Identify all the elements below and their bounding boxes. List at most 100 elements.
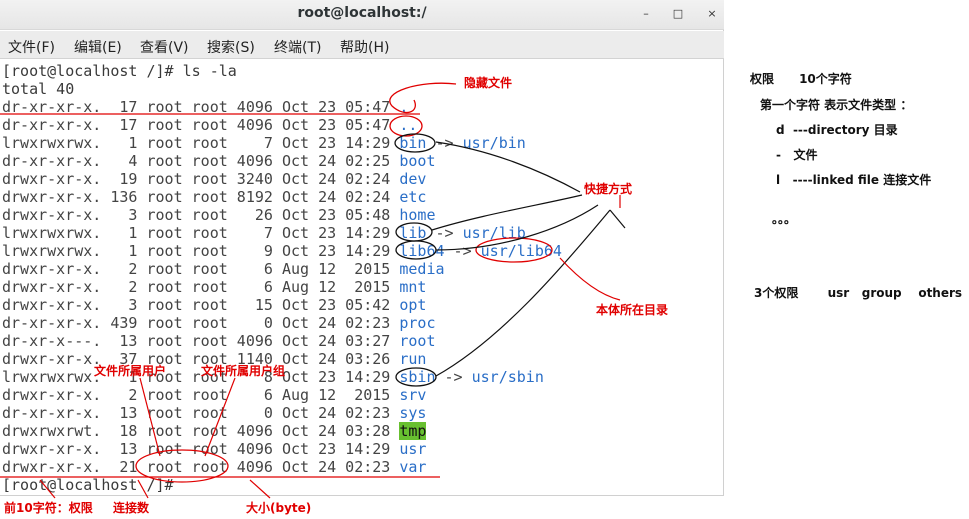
command-prompt: [root@localhost /]# ls -la <box>2 62 237 80</box>
row-meta: dr-xr-xr-x. 17 root root 4096 Oct 23 05:… <box>2 98 400 116</box>
row-meta: drwxr-xr-x. 13 root root 4096 Oct 23 14:… <box>2 440 400 458</box>
minimize-button[interactable]: – <box>643 7 649 20</box>
note-l: l ----linked file 连接文件 <box>776 173 932 187</box>
terminal-output[interactable]: [root@localhost /]# ls -la total 40 dr-x… <box>0 60 724 496</box>
row-meta: dr-xr-xr-x. 439 root root 0 Oct 24 02:23 <box>2 314 400 332</box>
file-name[interactable]: run <box>399 350 427 368</box>
note-three-perms: 3个权限 usr group others <box>754 286 963 300</box>
row-meta: dr-xr-x---. 13 root root 4096 Oct 24 03:… <box>2 332 400 350</box>
terminal-window: root@localhost:/ – □ × 文件(F) 编辑(E) 查看(V)… <box>0 0 724 496</box>
row-meta: drwxr-xr-x. 19 root root 3240 Oct 24 02:… <box>2 170 400 188</box>
row-meta: drwxr-xr-x. 2 root root 6 Aug 12 2015 <box>2 278 400 296</box>
list-row: drwxr-xr-x. 136 root root 8192 Oct 24 02… <box>2 188 426 206</box>
file-name[interactable]: sys <box>399 404 427 422</box>
menu-search[interactable]: 搜索(S) <box>207 40 255 56</box>
symlink-target[interactable]: usr/bin <box>462 134 526 152</box>
list-row: drwxr-xr-x. 21 root root 4096 Oct 24 02:… <box>2 458 426 476</box>
list-row: drwxr-xr-x. 37 root root 1140 Oct 24 03:… <box>2 350 426 368</box>
menu-help[interactable]: 帮助(H) <box>340 40 390 56</box>
anno-first10: 前10字符：权限 <box>4 501 93 515</box>
total-line: total 40 <box>2 80 75 98</box>
list-row: lrwxrwxrwx. 1 root root 7 Oct 23 14:29 l… <box>2 224 526 242</box>
row-meta: drwxrwxrwt. 18 root root 4096 Oct 24 03:… <box>2 422 400 440</box>
file-name[interactable]: lib64 <box>399 242 445 260</box>
list-row: dr-xr-xr-x. 439 root root 0 Oct 24 02:23… <box>2 314 435 332</box>
file-name[interactable]: root <box>399 332 436 350</box>
file-name[interactable]: mnt <box>399 278 427 296</box>
menu-edit[interactable]: 编辑(E) <box>74 40 122 56</box>
list-row: dr-xr-xr-x. 17 root root 4096 Oct 23 05:… <box>2 98 408 116</box>
menu-view[interactable]: 查看(V) <box>140 40 189 56</box>
file-name[interactable]: lib <box>399 224 427 242</box>
list-row: dr-xr-x---. 13 root root 4096 Oct 24 03:… <box>2 332 435 350</box>
list-row: lrwxrwxrwx. 1 root root 9 Oct 23 14:29 l… <box>2 242 562 260</box>
note-first-char: 第一个字符 表示文件类型 ： <box>760 98 913 112</box>
list-row: dr-xr-xr-x. 4 root root 4096 Oct 24 02:2… <box>2 152 435 170</box>
row-meta: lrwxrwxrwx. 1 root root 7 Oct 23 14:29 <box>2 224 400 242</box>
row-meta: drwxr-xr-x. 37 root root 1140 Oct 24 03:… <box>2 350 400 368</box>
anno-link-count: 连接数 <box>113 501 150 515</box>
symlink-arrow: -> <box>435 368 472 386</box>
window-title: root@localhost:/ <box>297 5 427 21</box>
file-name[interactable]: bin <box>399 134 427 152</box>
list-row: drwxr-xr-x. 13 root root 4096 Oct 23 14:… <box>2 440 426 458</box>
list-row: drwxr-xr-x. 19 root root 3240 Oct 24 02:… <box>2 170 426 188</box>
list-row: drwxr-xr-x. 3 root root 15 Oct 23 05:42 … <box>2 296 426 314</box>
menu-bar: 文件(F) 编辑(E) 查看(V) 搜索(S) 终端(T) 帮助(H) <box>0 31 724 59</box>
file-name[interactable]: usr <box>399 440 427 458</box>
file-name[interactable]: opt <box>399 296 427 314</box>
file-name[interactable]: media <box>399 260 445 278</box>
row-meta: dr-xr-xr-x. 17 root root 4096 Oct 23 05:… <box>2 116 400 134</box>
anno-real-dir: 本体所在目录 <box>596 303 669 317</box>
note-d: d ---directory 目录 <box>776 123 898 137</box>
list-row: drwxr-xr-x. 2 root root 6 Aug 12 2015 me… <box>2 260 445 278</box>
file-name[interactable]: sbin <box>399 368 436 386</box>
row-meta: drwxr-xr-x. 21 root root 4096 Oct 24 02:… <box>2 458 400 476</box>
menu-terminal[interactable]: 终端(T) <box>274 40 322 56</box>
symlink-target[interactable]: usr/lib64 <box>480 242 562 260</box>
list-row: dr-xr-xr-x. 17 root root 4096 Oct 23 05:… <box>2 116 417 134</box>
note-perm-title: 权限 10个字符 <box>750 72 852 86</box>
file-name[interactable]: dev <box>399 170 427 188</box>
anno-size: 大小(byte) <box>246 501 312 515</box>
symlink-target[interactable]: usr/sbin <box>471 368 544 386</box>
symlink-arrow: -> <box>426 224 463 242</box>
file-name[interactable]: .. <box>399 116 418 134</box>
symlink-target[interactable]: usr/lib <box>462 224 526 242</box>
list-row: dr-xr-xr-x. 13 root root 0 Oct 24 02:23 … <box>2 404 426 422</box>
list-row: drwxrwxrwt. 18 root root 4096 Oct 24 03:… <box>2 422 427 440</box>
note-dash: - 文件 <box>776 148 818 162</box>
row-meta: lrwxrwxrwx. 1 root root 9 Oct 23 14:29 <box>2 242 400 260</box>
file-name[interactable]: etc <box>399 188 427 206</box>
file-name[interactable]: srv <box>399 386 427 404</box>
title-bar[interactable]: root@localhost:/ – □ × <box>0 0 724 30</box>
row-meta: drwxr-xr-x. 2 root root 6 Aug 12 2015 <box>2 386 400 404</box>
current-prompt[interactable]: [root@localhost /]# <box>2 476 183 494</box>
anno-owner-group: 文件所属用户组 <box>201 364 286 378</box>
list-row: lrwxrwxrwx. 1 root root 7 Oct 23 14:29 b… <box>2 134 526 152</box>
notes-panel: 权限 10个字符 第一个字符 表示文件类型 ： d ---directory 目… <box>744 0 969 519</box>
close-button[interactable]: × <box>707 7 717 20</box>
anno-owner-user: 文件所属用户 <box>94 364 167 378</box>
symlink-arrow: -> <box>444 242 481 260</box>
row-meta: drwxr-xr-x. 2 root root 6 Aug 12 2015 <box>2 260 400 278</box>
file-name[interactable]: boot <box>399 152 436 170</box>
row-meta: dr-xr-xr-x. 13 root root 0 Oct 24 02:23 <box>2 404 400 422</box>
maximize-button[interactable]: □ <box>672 7 684 20</box>
anno-shortcut: 快捷方式 <box>584 182 633 196</box>
list-row: drwxr-xr-x. 2 root root 6 Aug 12 2015 mn… <box>2 278 426 296</box>
anno-hidden-file: 隐藏文件 <box>464 76 513 90</box>
row-meta: drwxr-xr-x. 136 root root 8192 Oct 24 02… <box>2 188 400 206</box>
file-name[interactable]: . <box>399 98 409 116</box>
file-name[interactable]: var <box>399 458 427 476</box>
symlink-arrow: -> <box>426 134 463 152</box>
list-row: drwxr-xr-x. 3 root root 26 Oct 23 05:48 … <box>2 206 435 224</box>
file-name[interactable]: home <box>399 206 436 224</box>
file-name[interactable]: proc <box>399 314 436 332</box>
row-meta: drwxr-xr-x. 3 root root 26 Oct 23 05:48 <box>2 206 400 224</box>
menu-file[interactable]: 文件(F) <box>8 40 55 56</box>
list-row: drwxr-xr-x. 2 root root 6 Aug 12 2015 sr… <box>2 386 426 404</box>
file-name[interactable]: tmp <box>399 422 427 440</box>
row-meta: lrwxrwxrwx. 1 root root 7 Oct 23 14:29 <box>2 134 400 152</box>
